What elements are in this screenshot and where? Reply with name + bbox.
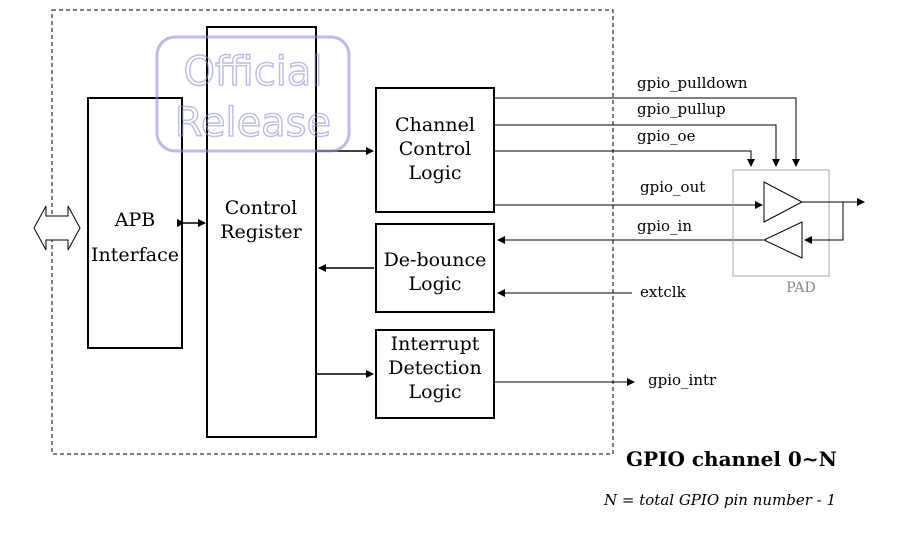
extclk-label: extclk bbox=[640, 283, 687, 301]
diagram-title: GPIO channel 0~N bbox=[626, 447, 837, 471]
bus-double-arrow-icon bbox=[33, 205, 81, 251]
apb-label-line2: Interface bbox=[91, 244, 179, 266]
channel-control-label-line2: Control bbox=[399, 138, 471, 160]
pin-number-note: N = total GPIO pin number - 1 bbox=[603, 491, 836, 509]
channel-control-label-line3: Logic bbox=[409, 162, 462, 184]
debounce-label-line2: Logic bbox=[409, 273, 462, 295]
input-buffer-icon bbox=[762, 221, 803, 259]
gpio-pulldown-wire bbox=[495, 97, 800, 167]
interrupt-label-line1: Interrupt bbox=[391, 333, 480, 355]
gpio-in-label: gpio_in bbox=[637, 217, 692, 235]
gpio-pullup-label: gpio_pullup bbox=[637, 100, 726, 118]
gpio-pullup-wire bbox=[495, 124, 780, 167]
gpio-pulldown-label: gpio_pulldown bbox=[637, 74, 748, 92]
interrupt-label-line3: Logic bbox=[409, 381, 462, 403]
watermark-line1: Official bbox=[184, 49, 323, 95]
official-release-watermark: Official Release bbox=[155, 35, 351, 153]
control-register-label-line2: Register bbox=[220, 221, 302, 243]
interrupt-detection-logic-block: Interrupt Detection Logic bbox=[375, 329, 495, 419]
pad-loopback-wire bbox=[804, 202, 844, 244]
gpio-intr-label: gpio_intr bbox=[648, 371, 717, 389]
gpio-oe-label: gpio_oe bbox=[637, 127, 696, 145]
channel-control-label-line1: Channel bbox=[395, 114, 475, 136]
apb-interface-block: APB Interface bbox=[87, 97, 183, 349]
gpio-oe-wire bbox=[495, 150, 755, 167]
control-register-label-line1: Control bbox=[225, 197, 297, 219]
channel-control-logic-block: Channel Control Logic bbox=[375, 87, 495, 213]
pad-label: PAD bbox=[786, 280, 815, 296]
watermark-line2: Release bbox=[175, 100, 331, 146]
interrupt-label-line2: Detection bbox=[388, 357, 481, 379]
gpio-out-label: gpio_out bbox=[640, 178, 705, 196]
debounce-label-line1: De-bounce bbox=[384, 249, 487, 271]
output-buffer-icon bbox=[763, 181, 804, 223]
pad-block: PAD bbox=[732, 169, 830, 296]
control-register-block: Control Register bbox=[206, 26, 317, 438]
debounce-logic-block: De-bounce Logic bbox=[375, 223, 495, 313]
apb-label-line1: APB bbox=[114, 209, 155, 231]
